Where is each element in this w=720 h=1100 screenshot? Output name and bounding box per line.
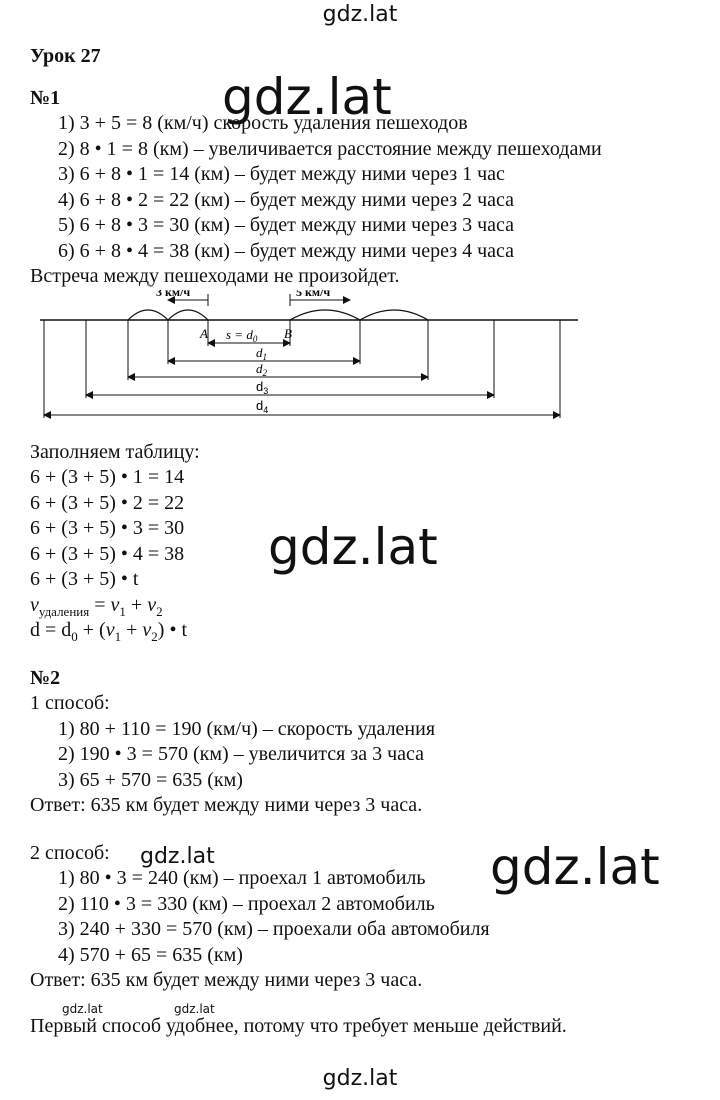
task-2-number: №2 bbox=[30, 666, 61, 689]
watermark-small: gdz.lat bbox=[140, 844, 215, 869]
d1-label: d1 bbox=[256, 345, 267, 362]
watermark-tiny-1: gdz.lat bbox=[62, 1002, 103, 1016]
method-2-answer: Ответ: 635 км будет между ними через 3 ч… bbox=[30, 969, 423, 991]
speed-right-label: 5 км/ч bbox=[296, 290, 330, 299]
table-row: 6 + (3 + 5) • 2 = 22 bbox=[30, 491, 185, 514]
task-1-conclusion: Встреча между пешеходами не произойдет. bbox=[30, 265, 400, 287]
method-1-title: 1 способ: bbox=[30, 692, 110, 714]
method-2-title: 2 способ: bbox=[30, 841, 110, 864]
task-1-number: №1 bbox=[30, 86, 61, 109]
watermark-large-3: gdz.lat bbox=[490, 838, 660, 896]
method-1-answer: Ответ: 635 км будет между ними через 3 ч… bbox=[30, 794, 423, 816]
distance-diagram: 3 км/ч 5 км/ч A B s = d0 d1 d2 d3 bbox=[30, 290, 700, 440]
hop-left-2 bbox=[167, 308, 209, 320]
lesson-title: Урок 27 bbox=[30, 45, 101, 67]
watermark-tiny-2: gdz.lat bbox=[174, 1002, 215, 1016]
table-row: 6 + (3 + 5) • 3 = 30 bbox=[30, 517, 185, 539]
watermark-large-1: gdz.lat bbox=[222, 68, 392, 126]
table-intro: Заполняем таблицу: bbox=[30, 440, 200, 463]
s-label: s = d0 bbox=[226, 327, 258, 344]
method-2-step: 3) 240 + 330 = 570 (км) – проехали оба а… bbox=[58, 918, 490, 940]
table-row: 6 + (3 + 5) • 4 = 38 bbox=[30, 542, 185, 565]
method-2-step: 4) 570 + 65 = 635 (км) bbox=[58, 943, 243, 966]
hop-left-1 bbox=[127, 308, 169, 320]
d4-label: d4 bbox=[256, 398, 268, 415]
watermark-bottom: gdz.lat bbox=[322, 1066, 398, 1091]
d3-label: d3 bbox=[256, 379, 268, 396]
task-1-step: 3) 6 + 8 • 1 = 14 (км) – будет между ним… bbox=[58, 163, 505, 185]
task-1-step: 2) 8 • 1 = 8 (км) – увеличивается рассто… bbox=[58, 137, 602, 160]
watermark-large-2: gdz.lat bbox=[268, 518, 438, 576]
task-1-step: 4) 6 + 8 • 2 = 22 (км) – будет между ним… bbox=[58, 188, 515, 211]
task-1-step: 6) 6 + 8 • 4 = 38 (км) – будет между ним… bbox=[58, 239, 515, 262]
task-1-step: 5) 6 + 8 • 3 = 30 (км) – будет между ним… bbox=[58, 214, 515, 236]
method-2-step: 1) 80 • 3 = 240 (км) – проехал 1 автомоб… bbox=[58, 867, 426, 889]
formula-distance: d = d0 + (v1 + v2) • t bbox=[30, 619, 188, 644]
distance-diagram-svg: 3 км/ч 5 км/ч A B s = d0 d1 d2 d3 bbox=[40, 290, 578, 419]
hop-right-1 bbox=[289, 309, 361, 321]
document-body: Урок 27 №1 1) 3 + 5 = 8 (км/ч) скорость … bbox=[30, 44, 700, 1039]
final-note: Первый способ удобнее, потому что требуе… bbox=[30, 1014, 567, 1037]
watermark-top: gdz.lat bbox=[322, 2, 398, 27]
point-a-label: A bbox=[199, 326, 208, 341]
table-row: 6 + (3 + 5) • 1 = 14 bbox=[30, 466, 185, 488]
table-row: 6 + (3 + 5) • t bbox=[30, 568, 139, 590]
method-2-step: 2) 110 • 3 = 330 (км) – проехал 2 автомо… bbox=[58, 892, 435, 915]
method-1-step: 1) 80 + 110 = 190 (км/ч) – скорость удал… bbox=[58, 717, 436, 740]
speed-left-label: 3 км/ч bbox=[156, 290, 190, 299]
formula-speed: vудаления = v1 + v2 bbox=[30, 593, 163, 619]
point-b-label: B bbox=[284, 326, 292, 341]
d2-label: d2 bbox=[256, 361, 268, 378]
hop-right-2 bbox=[359, 309, 429, 321]
method-1-step: 2) 190 • 3 = 570 (км) – увеличится за 3 … bbox=[58, 743, 425, 765]
task-1-step: 1) 3 + 5 = 8 (км/ч) скорость удаления пе… bbox=[58, 112, 468, 134]
method-1-step: 3) 65 + 570 = 635 (км) bbox=[58, 768, 243, 791]
